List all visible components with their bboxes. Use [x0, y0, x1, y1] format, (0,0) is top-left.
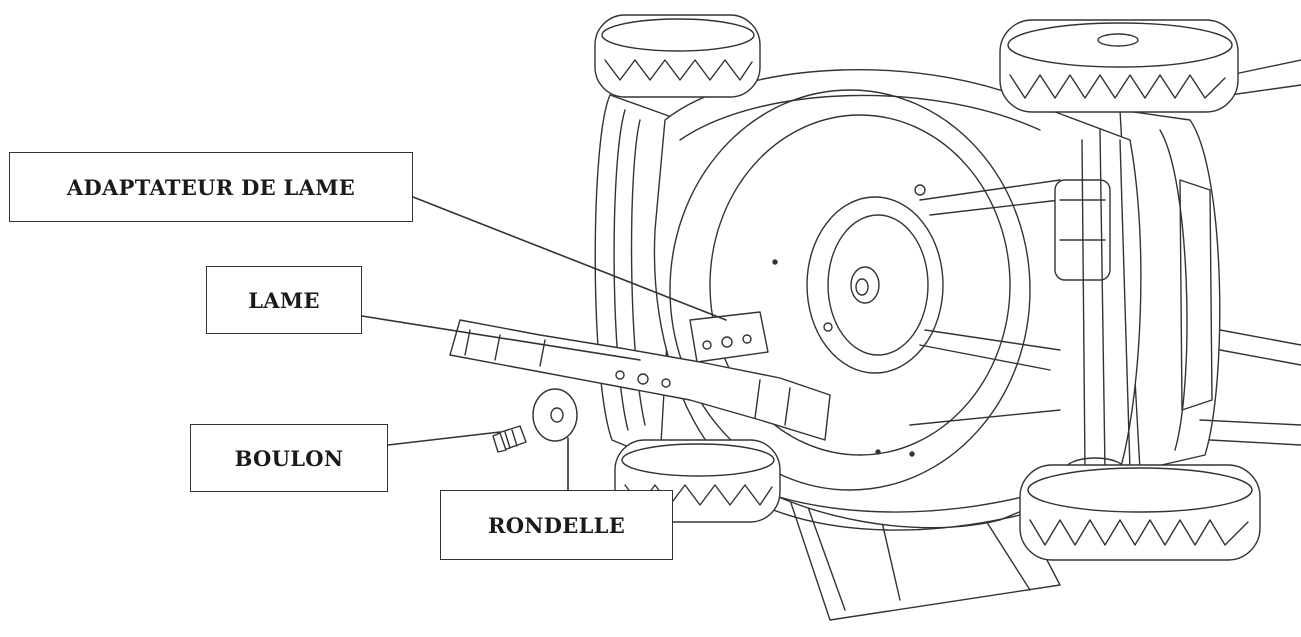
leader-line-adapter — [412, 196, 727, 321]
leader-line-bolt — [387, 431, 501, 446]
wheel-front-right — [999, 19, 1239, 113]
label-washer: RONDELLE — [440, 490, 673, 560]
label-blade: LAME — [206, 266, 362, 334]
handle-bars — [1199, 59, 1301, 446]
leader-line-blade — [361, 315, 641, 361]
motor-assembly — [1054, 129, 1131, 483]
wheel-front-left — [594, 14, 761, 98]
bolt-part — [492, 425, 527, 453]
label-blade-adapter: ADAPTATEUR DE LAME — [9, 152, 413, 222]
leader-lines — [361, 196, 727, 491]
wheel-rear-right — [1019, 464, 1261, 561]
deck-right-housing — [1119, 109, 1221, 471]
blade-part — [449, 319, 831, 441]
blade-adapter-part — [689, 311, 769, 363]
washer-part — [532, 388, 578, 442]
label-bolt: BOULON — [190, 424, 388, 492]
